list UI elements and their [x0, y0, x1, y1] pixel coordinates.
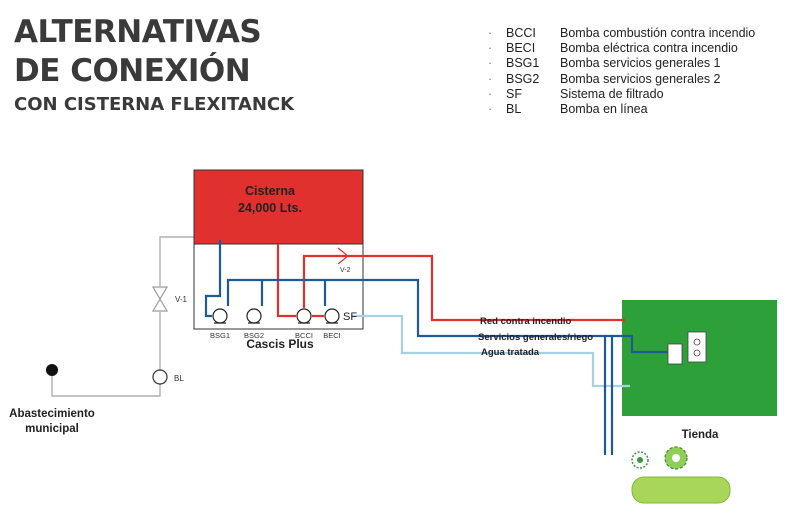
legend-code: BCCI — [506, 26, 536, 40]
legend-code: BSG1 — [506, 56, 540, 71]
legend-desc: Bomba eléctrica contra incendio — [560, 41, 738, 56]
valve-v2-icon — [337, 247, 349, 265]
pump-label: BECI — [323, 331, 341, 340]
valve-v1-label: V-1 — [175, 295, 188, 304]
bl-pump-icon — [152, 369, 168, 385]
pump-label: BCCI — [295, 331, 313, 340]
sf-label: SF — [343, 311, 357, 323]
cascis-plus-label: Cascis Plus — [246, 337, 314, 351]
municipal-supply-pipe — [51, 236, 210, 397]
legend-desc: Bomba en línea — [560, 101, 648, 116]
legend-desc: Bomba combustión contra incendio — [560, 26, 756, 40]
store-fixtures-icon — [667, 331, 707, 365]
legend-code: BECI — [506, 41, 536, 56]
fire-network-label: Red contra incendio — [480, 316, 572, 327]
legend-code: SF — [506, 86, 522, 101]
services-label: Servicios generales/riego — [478, 332, 593, 343]
title-line-2: DE CONEXIÓN — [14, 53, 251, 89]
title-line-3: CON CISTERNA FLEXITANCK — [14, 94, 295, 115]
legend-desc: Bomba servicios generales 1 — [560, 56, 721, 71]
supply-label: Abastecimiento — [9, 408, 95, 420]
store-label: Tienda — [682, 429, 719, 441]
pump-beci-icon — [324, 308, 340, 324]
supply-source-dot — [46, 364, 58, 376]
pump-label: BSG2 — [244, 331, 264, 340]
services-pipe — [204, 240, 668, 455]
valve-v2-label: V-2 — [340, 267, 351, 274]
cistern-tank — [193, 169, 364, 245]
cistern-label: Cisterna — [245, 184, 296, 198]
bl-label: BL — [174, 374, 184, 383]
title-line-1: ALTERNATIVAS — [14, 14, 262, 50]
cistern-capacity: 24,000 Lts. — [238, 201, 302, 215]
legend-desc: Sistema de filtrado — [560, 86, 664, 101]
pump-bsg2-icon — [246, 308, 262, 324]
pump-bcci-icon — [296, 308, 312, 324]
pump-bsg1-icon — [212, 308, 228, 324]
supply-label: municipal — [25, 423, 79, 435]
treated-water-label: Agua tratada — [481, 347, 540, 358]
legend-code: BSG2 — [506, 71, 540, 86]
valve-v1-icon — [151, 286, 169, 312]
legend-desc: Bomba servicios generales 2 — [560, 71, 721, 86]
fire-network-pipe — [276, 244, 625, 322]
pump-label: BSG1 — [210, 331, 230, 340]
garden-plants-icon — [631, 446, 731, 504]
legend-code: BL — [506, 101, 522, 116]
treated-water-pipe — [352, 314, 630, 388]
